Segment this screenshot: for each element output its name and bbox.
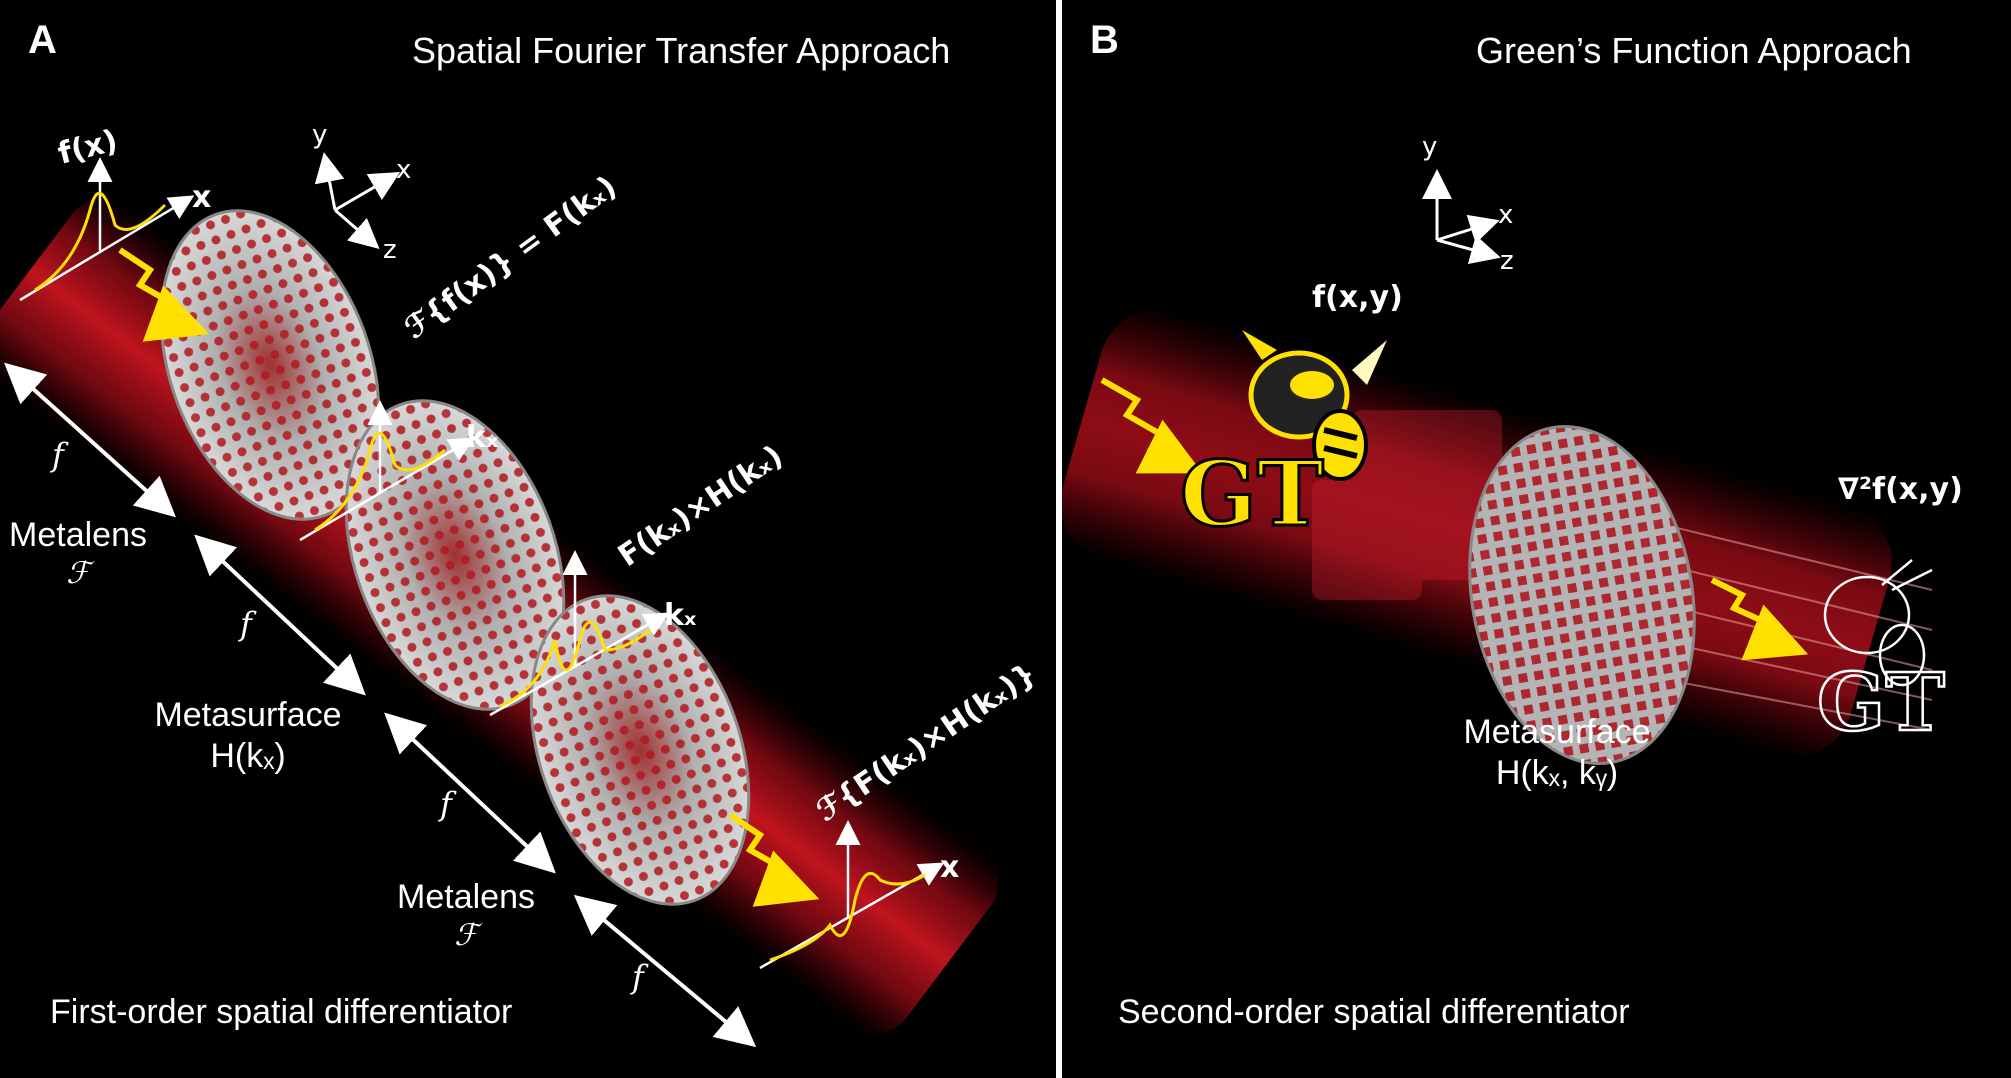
metalens-1-name: Metalens bbox=[9, 516, 147, 554]
fourier-signal bbox=[299, 400, 475, 542]
panel-b-title: Green’s Function Approach bbox=[1476, 30, 1912, 71]
focal-label-3: f bbox=[440, 785, 452, 823]
input-wave-b bbox=[1100, 377, 1203, 474]
gt-logo: GT bbox=[1180, 441, 1324, 547]
axis-x-label: x bbox=[396, 155, 412, 185]
metalens-2-symbol: ℱ bbox=[454, 917, 478, 953]
output-function-b: ∇²f(x,y) bbox=[1838, 472, 1963, 507]
input-axis-x: x bbox=[192, 180, 212, 215]
mascot-logo bbox=[1242, 330, 1387, 481]
panel-a-letter: A bbox=[28, 18, 57, 62]
ghost-logo bbox=[1312, 410, 1502, 600]
product-signal bbox=[489, 550, 670, 717]
product-axis-kx: kₓ bbox=[664, 598, 697, 633]
output-wave-b bbox=[1710, 577, 1809, 661]
edge-logo bbox=[1823, 559, 1933, 687]
metalens-1-symbol: ℱ bbox=[66, 555, 90, 591]
input-signal bbox=[19, 157, 210, 342]
panel-a-title: Spatial Fourier Transfer Approach bbox=[412, 30, 951, 71]
panel-a-caption: First-order spatial differentiator bbox=[50, 993, 513, 1031]
metalens-1-label: Metalens ℱ bbox=[8, 515, 148, 592]
axes-b bbox=[1422, 169, 1501, 265]
metasurface bbox=[344, 399, 566, 711]
metasurface-b bbox=[1468, 424, 1696, 766]
axes-a bbox=[314, 152, 401, 249]
panel-b-letter: B bbox=[1090, 18, 1119, 62]
panel-a: A Spatial Fourier Transfer Approach y x … bbox=[0, 0, 1056, 1078]
focal-label-1: f bbox=[52, 436, 64, 474]
output-axis-x: x bbox=[940, 850, 960, 885]
panel-b: GT GT B Green’s Function Approach y x z … bbox=[1062, 0, 2011, 1078]
panel-a-graphics bbox=[0, 152, 999, 1048]
focal-label-4: f bbox=[632, 958, 644, 996]
fourier-axis-kx: kₓ bbox=[466, 420, 499, 455]
metasurface-symbol: H(kₓ) bbox=[210, 736, 286, 775]
metasurface-b-symbol: H(kₓ, kᵧ) bbox=[1495, 753, 1619, 792]
output-signal bbox=[728, 812, 945, 970]
metalens-2-label: Metalens ℱ bbox=[396, 877, 536, 954]
axis-z-label: z bbox=[383, 235, 397, 265]
panel-b-caption: Second-order spatial differentiator bbox=[1118, 993, 1630, 1031]
metalens-2-name: Metalens bbox=[397, 878, 535, 916]
axis-b-x-label: x bbox=[1498, 200, 1514, 230]
input-function-b: f(x,y) bbox=[1312, 280, 1403, 315]
panel-b-graphics: GT GT bbox=[1062, 169, 1946, 766]
axis-y-label: y bbox=[312, 120, 328, 150]
focal-arrows bbox=[4, 362, 757, 1048]
gt-edge-logo: GT bbox=[1817, 655, 1945, 749]
focal-label-2: f bbox=[240, 605, 252, 643]
metalens-1 bbox=[159, 209, 381, 521]
metasurface-b-label: Metasurface H(kₓ, kᵧ) bbox=[1432, 712, 1682, 794]
axis-b-y-label: y bbox=[1422, 132, 1438, 162]
metasurface-b-name: Metasurface bbox=[1463, 713, 1651, 751]
metasurface-name: Metasurface bbox=[154, 696, 342, 734]
metasurface-label: Metasurface H(kₓ) bbox=[138, 695, 358, 777]
axis-b-z-label: z bbox=[1500, 246, 1514, 276]
